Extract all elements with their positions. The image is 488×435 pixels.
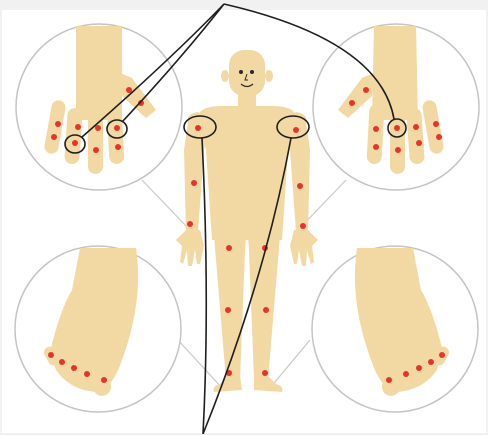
inset-left-hand [16, 24, 182, 190]
right-finger-3 [390, 108, 405, 174]
torso [200, 106, 294, 240]
left-eye [239, 70, 243, 74]
right-finger-4 [366, 104, 384, 165]
right-eye [250, 70, 254, 74]
joint-left-wrist [187, 221, 193, 227]
joint-left-shoulder [195, 125, 201, 131]
inset-left-foot [15, 246, 181, 412]
right-ear [265, 70, 273, 82]
inset-right-foot [312, 246, 478, 412]
joint-right-shoulder [293, 127, 299, 133]
inset-right-hand [313, 24, 479, 190]
left-finger-3 [88, 108, 103, 174]
joint-left-knee [225, 307, 231, 313]
joint-left-elbow [191, 180, 197, 186]
left-ear [221, 70, 229, 82]
head [229, 50, 265, 96]
joint-left-hip [226, 245, 232, 251]
joint-right-knee [263, 307, 269, 313]
joint-right-wrist [300, 223, 306, 229]
joint-right-elbow [297, 183, 303, 189]
joint-right-ankle [262, 370, 268, 376]
neck [238, 92, 256, 108]
